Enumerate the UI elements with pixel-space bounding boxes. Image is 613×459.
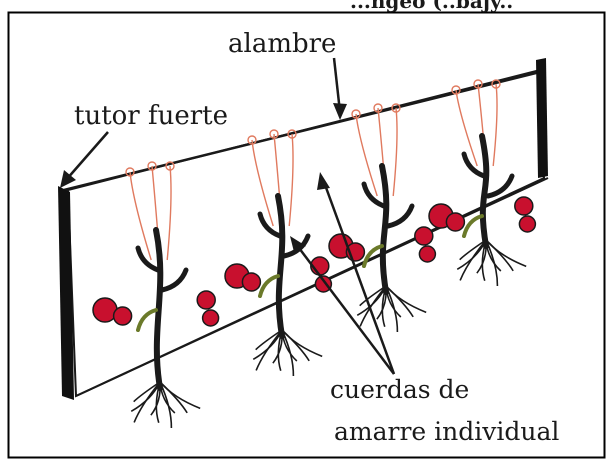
tomato-fruit [515,197,533,215]
right-stake [536,58,548,178]
wire-arrowhead [333,103,347,120]
strings-label-line2: amarre individual [334,417,559,446]
plant-leaf [464,216,482,236]
tomato-fruit [419,246,435,262]
strings-label-line1: cuerdas de [330,375,469,404]
stake-arrow [66,132,108,180]
tomato-fruit [114,307,132,325]
tomato-fruit [415,227,433,245]
plant-stem [278,196,282,336]
tomato-fruit [242,273,260,291]
wire-label: alambre [228,29,336,59]
stake-label: tutor fuerte [74,101,228,131]
top-caption-fragment: ...ngeo (..bajy.. [350,0,513,13]
plant-stem [382,166,386,292]
tomato-fruit [519,216,535,232]
tomato-fruit [446,213,464,231]
tomato-fruit [197,291,215,309]
plant-stem [482,136,486,246]
tomato-fruit [203,310,219,326]
